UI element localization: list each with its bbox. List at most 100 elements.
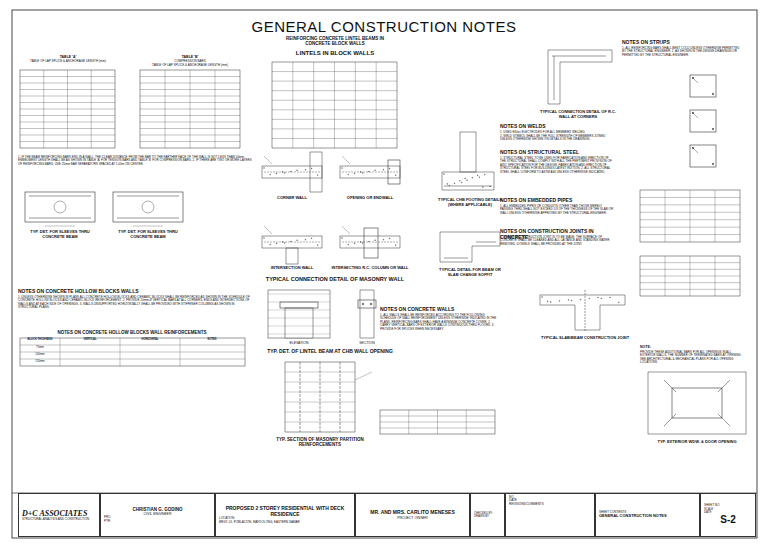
concrete-hatch: [317, 174, 319, 176]
table-grid: [272, 62, 397, 148]
concrete-hatch: [541, 296, 543, 298]
note-text: 1. USED E60xx ELECTRODES FOR ALL MEMBERS…: [500, 131, 615, 134]
title-block-text: PROJECT OWNER: [359, 516, 466, 520]
rebar-dot: [712, 93, 714, 95]
table-grid: [140, 70, 240, 148]
concrete-hatch: [263, 167, 265, 169]
heading-label: INTERSECTING R.C. COLUMN OR WALL: [330, 266, 410, 271]
hook-line: [692, 112, 698, 118]
title-block-cell: SHEET CONTENTSGENERAL CONSTRUCTION NOTES: [595, 493, 700, 537]
title-block-text: REVISIONS/COMMENTS: [509, 503, 591, 506]
diagonal-bar: [664, 380, 676, 392]
footing-outline: [442, 172, 494, 190]
concrete-hatch: [347, 174, 349, 176]
concrete-hatch: [383, 239, 385, 241]
heading-label: HORIZONTAL: [122, 339, 178, 342]
concrete-hatch: [341, 167, 343, 169]
title-block-text: MR. AND MRS. CARLITO MENESES: [359, 510, 466, 516]
note-text: 2. WELD SYMBOL SHALL BE THE FULL STRENGT…: [500, 135, 615, 142]
block-course: [268, 334, 330, 335]
concrete-hatch: [489, 185, 491, 187]
concrete-hatch: [311, 238, 313, 240]
note-text: 1. ALL EMBEDDED PIPES OR CONDUITS OTHER …: [500, 205, 615, 215]
concrete-hatch: [482, 186, 484, 188]
table-rule: [690, 190, 691, 242]
leader-line: [342, 156, 350, 164]
title-block-cell: CHECKED BY:DRAWN BY:: [470, 493, 505, 537]
concrete-hatch: [374, 239, 376, 241]
note-text: COMPRESSION BARS: [140, 60, 240, 63]
lintel-section: [358, 300, 376, 308]
concrete-hatch: [305, 239, 307, 241]
heading-label: TYP. DET. OF LINTEL BEAM AT CHB WALL OPE…: [255, 349, 405, 355]
concrete-hatch: [284, 242, 286, 244]
title-block-text: STRUCTURAL ANALYSIS AND CONSTRUCTION: [22, 518, 96, 521]
note-text: SECTION: [347, 341, 387, 345]
heading-label: TYPICAL CONNECTION DETAIL OF MASONRY WAL…: [260, 276, 410, 282]
table-rule: [20, 352, 245, 353]
table-rule: [20, 345, 245, 346]
block-course: [268, 294, 330, 295]
hook-line: [692, 147, 698, 153]
sheet-border: [12, 10, 757, 538]
note-text: 100mm: [21, 353, 59, 356]
table-grid: [640, 256, 740, 296]
wall-section: [360, 290, 374, 338]
rc-wall-corner: [548, 50, 612, 104]
concrete-hatch: [284, 172, 286, 174]
concrete-hatch: [479, 176, 481, 178]
concrete-hatch: [597, 297, 599, 299]
heading-label: TYPICAL DETAIL FOR BEAM OR SLAB CHANGE S…: [434, 268, 506, 277]
concrete-hatch: [550, 301, 552, 303]
table-rule: [376, 62, 377, 148]
note-text: 1. IF THE BEAM REINFORCING BARS END IN A…: [18, 156, 253, 166]
sleeve-symbol: [54, 201, 66, 213]
title-block-text: BRGY. 01, POBLACION, MAYDOLONG, EASTERN …: [219, 521, 351, 524]
rc-column: [364, 228, 378, 258]
concrete-hatch: [618, 301, 620, 303]
note-text: 1. WHERE A CONSTRUCTION JOINT IS TO BE M…: [500, 236, 615, 246]
heading-label: TYP. SECTION OF MASONRY PARTITION REINFO…: [270, 437, 370, 447]
table-rule: [292, 62, 293, 148]
rebar-line: [476, 242, 496, 243]
rebar-line: [264, 172, 320, 173]
title-block-text: D+C ASSOCIATES: [22, 509, 96, 518]
heading-label: NOTES: [182, 339, 242, 342]
concrete-hatch: [588, 298, 590, 300]
concrete-hatch: [395, 244, 397, 246]
table-grid: [380, 410, 495, 434]
note-text: 1. STRUCTURAL STEEL TO BE USED FOR FABRI…: [500, 157, 615, 174]
table-rule: [120, 338, 121, 366]
beam-section: [25, 192, 95, 222]
heading-label: TYP. DET. FOR SLEEVES THRU CONCRETE BEAM: [21, 230, 99, 239]
concrete-hatch: [263, 237, 265, 239]
heading-label: NOTES ON CONCRETE WALLS: [380, 307, 498, 313]
note-text: TABLE OF LAP SPLICE & ANCHORAGE LENGTH (…: [140, 64, 240, 67]
block-course: [268, 326, 330, 327]
table-rule: [67, 70, 68, 148]
table-rule: [408, 410, 409, 434]
table-rule: [355, 62, 356, 148]
diagonal-bar: [664, 414, 676, 426]
title-block-cell: CHRISTIAN G. GODINOCIVIL ENGINEERPRC:PTR…: [100, 493, 215, 537]
note-text: 1. UNLESS OTHERWISE SHOWN IN PLANS ALL C…: [18, 296, 253, 310]
concrete-hatch: [341, 237, 343, 239]
heading-label: LINTELS IN BLOCK WALLS: [275, 50, 395, 57]
concrete-hatch: [389, 238, 391, 240]
table-rule: [665, 256, 666, 296]
slab-beam-outline: [540, 295, 625, 330]
table-rule: [466, 410, 467, 434]
table-rule: [91, 70, 92, 148]
title-block-text: PRC:: [104, 516, 211, 519]
rebar-dot: [370, 303, 372, 305]
title-block-text: S-2: [704, 514, 752, 526]
title-block-text: CHRISTIAN G. GODINO: [104, 507, 211, 512]
block-wall: [286, 248, 298, 264]
heading-label: TYPICAL CHB FOOTING DETAILS (WHERE APPLI…: [434, 198, 506, 207]
concrete-hatch: [269, 174, 271, 176]
heading-label: OPENING OR ENDWALL: [334, 196, 406, 201]
table-rule: [60, 338, 61, 366]
heading-label: VERTICAL: [62, 339, 118, 342]
concrete-hatch: [466, 179, 468, 181]
